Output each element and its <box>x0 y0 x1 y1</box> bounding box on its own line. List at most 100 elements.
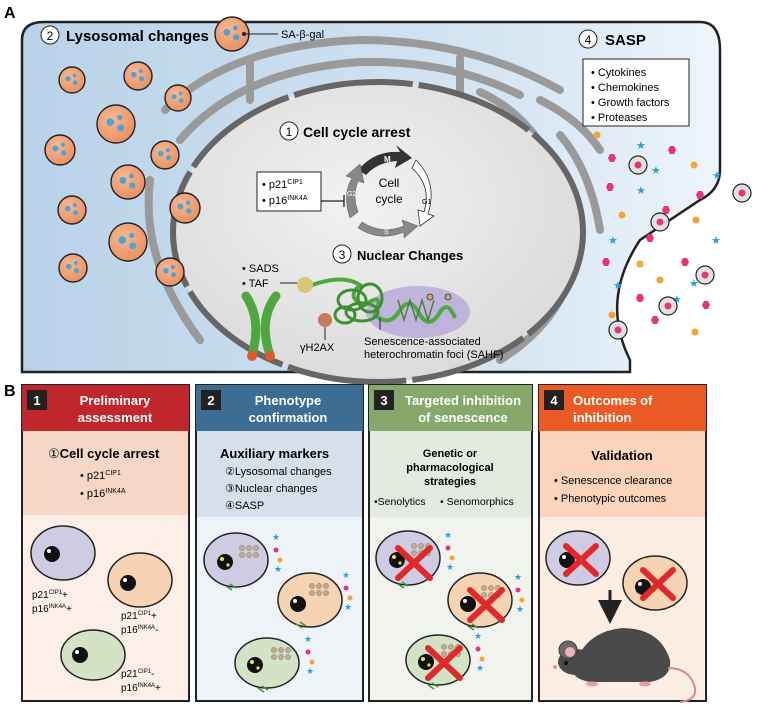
chemokine-hex <box>608 154 616 162</box>
lysosomal-heading: 2 Lysosomal changes <box>40 25 209 45</box>
lysosome <box>96 104 136 144</box>
lysosome-group <box>44 16 250 287</box>
sasp-item-3: • Proteases <box>591 112 648 124</box>
sasp-dot <box>479 656 485 662</box>
chromatin-fiber <box>299 277 457 324</box>
sa-beta-gal-label: SA-β-gal <box>281 29 324 41</box>
step-3-heading-1: pharmacological <box>406 462 493 474</box>
sasp-star: ★ <box>476 663 484 673</box>
sasp-item-0: • Cytokines <box>591 67 647 79</box>
lysosome-granule <box>131 71 137 78</box>
sasp-heading: 4 SASP <box>578 29 646 49</box>
sasp-dot <box>519 597 525 603</box>
cell-purple <box>30 525 96 581</box>
cell-cycle-heading: 1 Cell cycle arrest <box>279 121 411 141</box>
lysosome-granule <box>158 150 164 157</box>
nuclear-granule <box>239 552 245 558</box>
lysosome-granule <box>170 272 177 278</box>
sasp-dot <box>277 557 283 563</box>
lysosome <box>155 257 185 287</box>
sasp-star: ★ <box>444 530 452 540</box>
lysosome <box>150 140 180 170</box>
cytokine-dot <box>656 276 664 284</box>
chromatin-coil <box>333 282 384 325</box>
step-3-header <box>369 385 532 431</box>
chemokine-hex <box>696 191 704 199</box>
sasp-dash <box>397 583 405 589</box>
sasp-dash <box>225 585 233 591</box>
chemokine-hex <box>602 258 610 266</box>
sasp-star: ★ <box>342 570 350 580</box>
step-4-heading: Validation <box>591 448 652 463</box>
cell-cycle-title: Cell cycle arrest <box>303 124 411 140</box>
nuclear-num: 3 <box>339 248 346 262</box>
nuclear-granule <box>309 583 315 589</box>
growth-factor-star: ★ <box>636 140 646 152</box>
sasp-dash <box>295 623 303 629</box>
lysosome-granule <box>163 267 169 274</box>
sasp-dot <box>343 585 349 591</box>
nuclear-granule <box>418 543 424 549</box>
nuclear-granule <box>481 592 487 598</box>
nuclear-granule <box>285 647 291 653</box>
step-2-title-0: Phenotype <box>255 393 321 408</box>
step-3-heading-0: Genetic or <box>423 448 478 460</box>
nuclear-granule <box>481 585 487 591</box>
cell-label-0-b: p16INK4A+ <box>32 604 72 615</box>
phase-g2: G2 <box>347 191 356 198</box>
sasp-title: SASP <box>605 32 646 49</box>
lysosome-granule <box>129 242 137 250</box>
step-4-title-0: Outcomes of <box>573 393 653 408</box>
sasp-dash <box>229 583 237 589</box>
lysosome-granule <box>52 145 59 152</box>
lysosomal-title: Lysosomal changes <box>66 28 209 45</box>
cell-cycle-wheel: M G2 G1 S Cell cycle <box>345 145 435 239</box>
lysosome-granule <box>72 73 77 78</box>
lysosome <box>110 164 146 200</box>
sasp-dot <box>309 659 315 665</box>
sasp-dash <box>467 625 475 631</box>
nuclear-granule <box>253 552 259 558</box>
growth-factor-star: ★ <box>651 165 661 177</box>
sasp-dash <box>261 685 269 691</box>
cell-label-1-b: p16INK4A- <box>121 625 158 636</box>
lysosome <box>123 61 153 91</box>
taf-focus <box>297 277 313 293</box>
lysosome-granule <box>65 76 71 82</box>
lysosome-granule <box>73 268 80 274</box>
cycle-center-0: Cell <box>379 176 400 190</box>
cytokine-dot <box>691 328 699 336</box>
sasp-star: ★ <box>272 532 280 542</box>
lysosome-granule <box>106 118 115 126</box>
vesicle-cargo <box>656 218 664 226</box>
sasp-star: ★ <box>474 631 482 641</box>
nuclear-granule <box>323 590 329 596</box>
lysosome <box>44 134 76 166</box>
step-2-heading: Auxiliary markers <box>220 446 329 461</box>
sasp-dot <box>273 547 279 553</box>
lysosome-granule <box>186 208 192 214</box>
lysosome-granule <box>185 200 191 205</box>
phase-s: S <box>384 229 389 236</box>
chemokine-hex <box>668 146 676 154</box>
step-1-heading: ①Cell cycle arrest <box>48 446 160 461</box>
sasp-star: ★ <box>516 604 524 614</box>
lysosome-granule <box>233 34 240 41</box>
step-3-column: 3 Targeted inhibition of senescence Gene… <box>368 384 533 702</box>
sasp-dash <box>299 621 307 627</box>
step-4-num: 4 <box>550 393 558 408</box>
lysosome-granule <box>61 150 67 156</box>
lysosome-granule <box>117 124 125 132</box>
lysosome <box>164 84 192 112</box>
growth-factor-star: ★ <box>712 170 722 182</box>
vesicle-cargo <box>701 271 709 279</box>
taf-label: • TAF <box>242 278 269 290</box>
lysosome-granule <box>72 203 77 208</box>
vesicle-cargo <box>634 161 642 169</box>
growth-factor-star: ★ <box>636 185 646 197</box>
lysosome <box>58 253 88 283</box>
chemokine-hex <box>651 316 659 324</box>
lysosome-granule <box>129 232 135 239</box>
panel-a-letter: A <box>4 5 16 22</box>
